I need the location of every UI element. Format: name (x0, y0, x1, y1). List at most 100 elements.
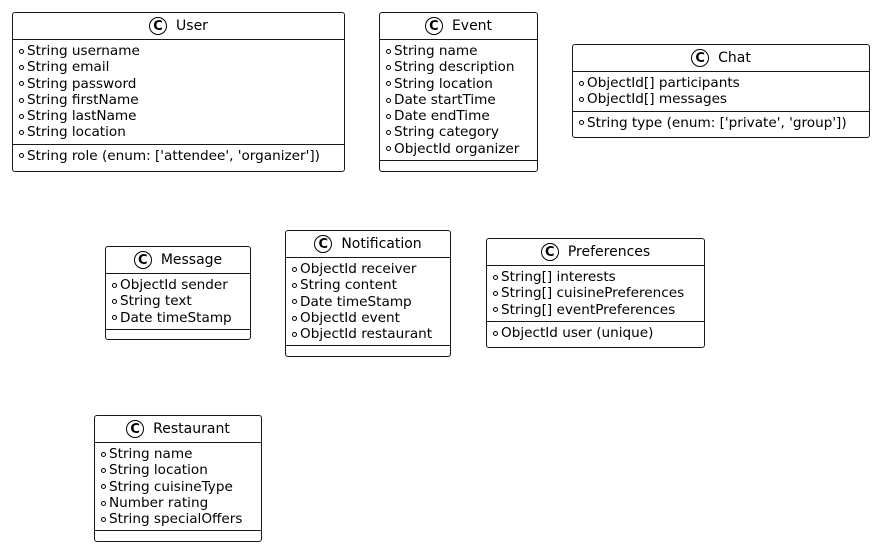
field: String content (292, 277, 450, 293)
methods-section: String role (enum: ['attendee', 'organiz… (13, 145, 344, 167)
fields-section: String[] interests String[] cuisinePrefe… (487, 266, 704, 322)
visibility-icon (579, 96, 584, 102)
field: Date timeStamp (292, 294, 450, 310)
visibility-icon (101, 500, 106, 506)
methods-section (380, 161, 537, 173)
class-header: C Event (380, 13, 537, 40)
methods-section (286, 346, 450, 358)
visibility-icon (386, 97, 391, 103)
visibility-icon (493, 330, 498, 336)
class-restaurant: C Restaurant String name String location… (94, 415, 262, 542)
field: Date startTime (386, 92, 537, 108)
field: String lastName (19, 108, 344, 124)
field: String cuisineType (101, 479, 261, 495)
field: String password (19, 76, 344, 92)
field: ObjectId[] participants (579, 75, 869, 91)
field: ObjectId restaurant (292, 326, 450, 342)
class-name: User (176, 18, 208, 34)
class-event: C Event String name String description S… (379, 12, 538, 172)
visibility-icon (386, 130, 391, 136)
field: ObjectId[] messages (579, 91, 869, 107)
field: String[] eventPreferences (493, 302, 704, 318)
class-header: C User (13, 13, 344, 40)
field: String firstName (19, 92, 344, 108)
fields-section: ObjectId[] participants ObjectId[] messa… (573, 72, 869, 112)
field: ObjectId sender (112, 277, 250, 293)
fields-section: ObjectId sender String text Date timeSta… (106, 274, 250, 330)
class-icon: C (126, 420, 145, 438)
field: String name (101, 446, 261, 462)
visibility-icon (292, 331, 297, 337)
visibility-icon (19, 97, 24, 103)
field: Date timeStamp (112, 310, 250, 326)
visibility-icon (292, 282, 297, 288)
visibility-icon (19, 64, 24, 70)
method: String type (enum: ['private', 'group']) (579, 115, 869, 131)
field: Number rating (101, 495, 261, 511)
visibility-icon (292, 315, 297, 321)
class-name: Message (160, 252, 223, 268)
visibility-icon (292, 266, 297, 272)
visibility-icon (292, 299, 297, 305)
methods-section: ObjectId user (unique) (487, 322, 704, 344)
class-icon: C (314, 235, 333, 253)
class-icon: C (691, 49, 710, 67)
class-icon: C (149, 17, 168, 35)
visibility-icon (101, 451, 106, 457)
field: String name (386, 43, 537, 59)
visibility-icon (19, 48, 24, 54)
visibility-icon (19, 81, 24, 87)
methods-section: String type (enum: ['private', 'group']) (573, 112, 869, 134)
class-header: C Notification (286, 231, 450, 258)
class-preferences: C Preferences String[] interests String[… (486, 238, 705, 348)
field: String username (19, 43, 344, 59)
visibility-icon (19, 153, 24, 159)
field: String location (386, 76, 537, 92)
methods-section (106, 330, 250, 342)
field: ObjectId organizer (386, 141, 537, 157)
visibility-icon (101, 467, 106, 473)
visibility-icon (19, 113, 24, 119)
visibility-icon (112, 315, 117, 321)
class-user: C User String username String email Stri… (12, 12, 345, 172)
class-name: Restaurant (153, 421, 230, 437)
visibility-icon (579, 80, 584, 86)
class-message: C Message ObjectId sender String text Da… (105, 246, 251, 340)
visibility-icon (493, 307, 498, 313)
field: String email (19, 59, 344, 75)
class-header: C Message (106, 247, 250, 274)
visibility-icon (386, 81, 391, 87)
visibility-icon (386, 113, 391, 119)
fields-section: String username String email String pass… (13, 40, 344, 145)
field: String location (19, 124, 344, 140)
field: String[] interests (493, 269, 704, 285)
class-header: C Preferences (487, 239, 704, 266)
fields-section: String name String location String cuisi… (95, 443, 261, 532)
field: String specialOffers (101, 511, 261, 527)
class-icon: C (540, 243, 559, 261)
fields-section: ObjectId receiver String content Date ti… (286, 258, 450, 347)
visibility-icon (101, 516, 106, 522)
visibility-icon (386, 146, 391, 152)
visibility-icon (101, 484, 106, 490)
visibility-icon (493, 274, 498, 280)
field: String text (112, 293, 250, 309)
class-icon: C (133, 251, 152, 269)
field: ObjectId event (292, 310, 450, 326)
visibility-icon (579, 120, 584, 126)
class-name: Chat (718, 50, 751, 66)
visibility-icon (112, 298, 117, 304)
field: String category (386, 124, 537, 140)
visibility-icon (19, 130, 24, 136)
field: String description (386, 59, 537, 75)
field: ObjectId receiver (292, 261, 450, 277)
methods-section (95, 531, 261, 543)
field: String[] cuisinePreferences (493, 285, 704, 301)
fields-section: String name String description String lo… (380, 40, 537, 162)
visibility-icon (112, 282, 117, 288)
class-notification: C Notification ObjectId receiver String … (285, 230, 451, 357)
class-name: Preferences (567, 244, 651, 260)
class-header: C Chat (573, 45, 869, 72)
visibility-icon (386, 48, 391, 54)
class-icon: C (424, 17, 443, 35)
